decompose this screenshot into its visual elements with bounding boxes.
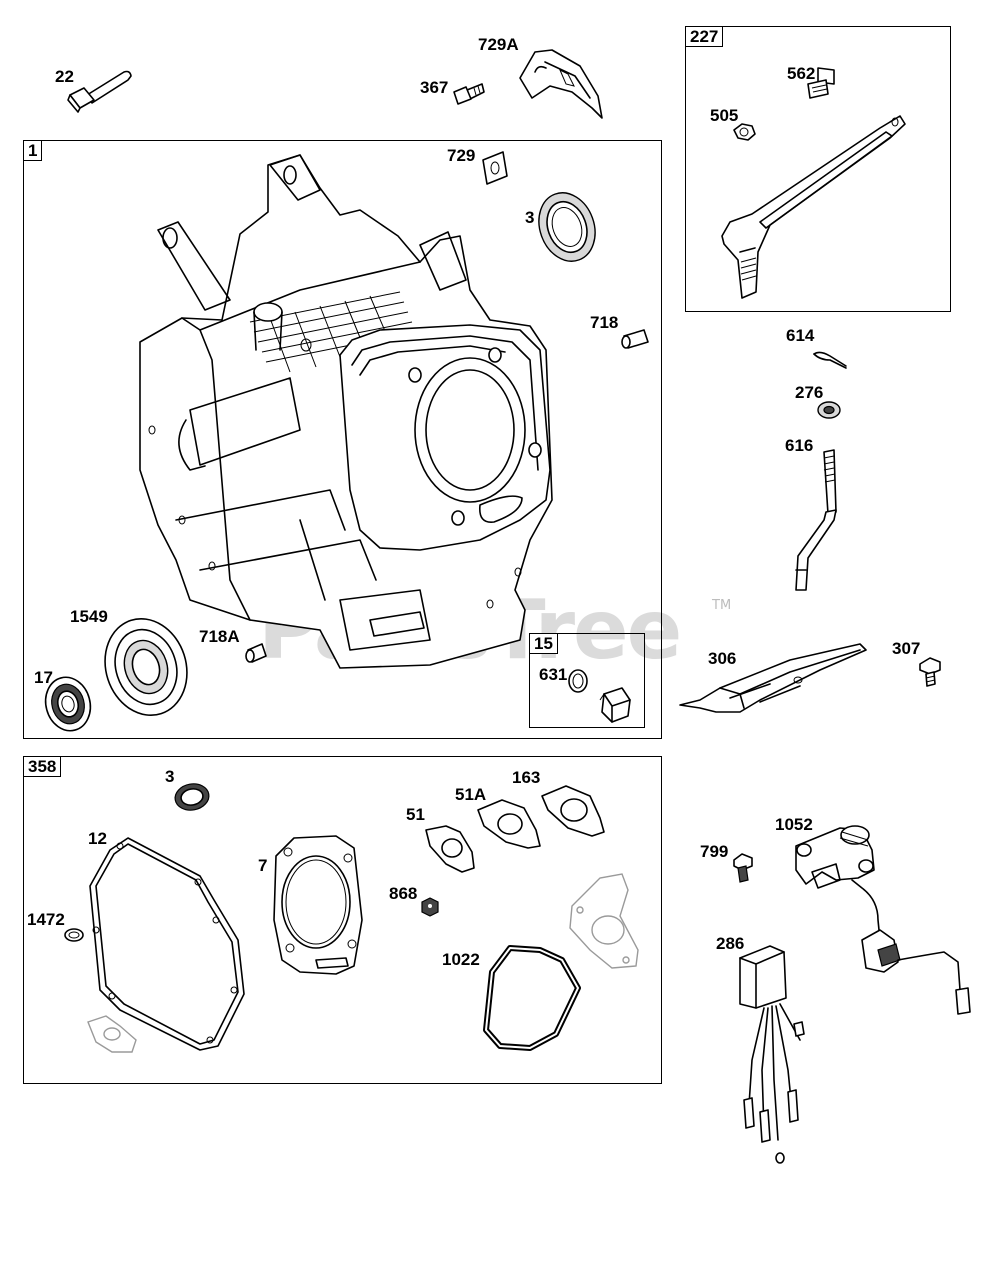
ignition-module-286-drawing	[739, 945, 805, 1164]
small-gasket-grey-drawing	[87, 1015, 137, 1053]
shield-306-drawing	[679, 643, 867, 713]
callout-51: 51	[406, 805, 425, 824]
screw-307-drawing	[919, 657, 941, 687]
callout-1549: 1549	[70, 607, 108, 626]
callout-3-gasket-set: 3	[165, 767, 175, 786]
bracket-729a-drawing	[519, 49, 603, 119]
screw-367-drawing	[453, 83, 485, 105]
callout-868: 868	[389, 884, 418, 903]
callout-729a: 729A	[478, 35, 519, 54]
callout-562: 562	[787, 64, 816, 83]
nut-505-drawing	[733, 123, 756, 141]
cotter-pin-614-drawing	[813, 351, 847, 369]
dowel-718a-drawing	[245, 643, 267, 663]
callout-12: 12	[88, 829, 107, 848]
engine-block-drawing	[139, 154, 553, 669]
screw-799-drawing	[733, 853, 753, 883]
callout-505: 505	[710, 106, 739, 125]
callout-51a: 51A	[455, 785, 487, 804]
gasket-set-tag: 358	[23, 756, 62, 777]
callout-307: 307	[892, 639, 921, 658]
callout-631: 631	[539, 665, 568, 684]
callout-7: 7	[258, 856, 268, 875]
callout-614: 614	[786, 326, 815, 345]
gasket-51-drawing	[425, 825, 475, 873]
callout-718: 718	[590, 313, 619, 332]
callout-306: 306	[708, 649, 737, 668]
gasket-grey-right-drawing	[569, 873, 639, 969]
gasket-163-drawing	[541, 785, 605, 837]
valve-lever-tag: 227	[685, 26, 724, 47]
callout-163: 163	[512, 768, 541, 787]
callout-286: 286	[716, 934, 745, 953]
bearing-1549-drawing	[104, 617, 188, 717]
head-gasket-7-drawing	[273, 835, 363, 975]
oil-seal-3-drawing	[538, 192, 596, 262]
drain-plug-drawing	[599, 687, 631, 723]
callout-3-seal: 3	[525, 208, 535, 227]
callout-17: 17	[34, 668, 53, 687]
callout-729: 729	[447, 146, 476, 165]
nut-868-drawing	[421, 897, 439, 917]
trademark-mark: TM	[712, 598, 732, 613]
valve-lever-frame: 227	[685, 26, 951, 312]
gasket-12-drawing	[89, 837, 245, 1051]
gasket-set-frame: 358	[23, 756, 662, 1084]
callout-367: 367	[420, 78, 449, 97]
shaft-616-drawing	[795, 449, 837, 591]
engine-block-frame: 1	[23, 140, 662, 739]
callout-799: 799	[700, 842, 729, 861]
ignition-armature-1052-drawing	[795, 825, 971, 1015]
washer-276-drawing	[817, 401, 841, 419]
oring-1472-drawing	[64, 928, 84, 942]
drain-plug-tag: 15	[529, 633, 558, 654]
callout-276: 276	[795, 383, 824, 402]
bolt-22-drawing	[67, 70, 132, 113]
callout-1472: 1472	[27, 910, 65, 929]
drain-washer-631-drawing	[568, 669, 588, 693]
bolt-562-drawing	[807, 67, 835, 99]
dowel-718-drawing	[621, 329, 649, 349]
callout-1052: 1052	[775, 815, 813, 834]
cover-gasket-1022-drawing	[483, 945, 581, 1051]
callout-616: 616	[785, 436, 814, 455]
callout-718a: 718A	[199, 627, 240, 646]
callout-22: 22	[55, 67, 74, 86]
valve-lever-227-drawing	[721, 115, 906, 299]
seal-3-gasket-set-drawing	[174, 783, 210, 811]
drain-plug-frame: 15	[529, 633, 645, 728]
bearing-17-drawing	[44, 676, 92, 732]
plate-729-drawing	[482, 151, 508, 185]
gasket-51a-drawing	[477, 799, 541, 849]
engine-block-tag: 1	[23, 140, 43, 161]
callout-1022: 1022	[442, 950, 480, 969]
